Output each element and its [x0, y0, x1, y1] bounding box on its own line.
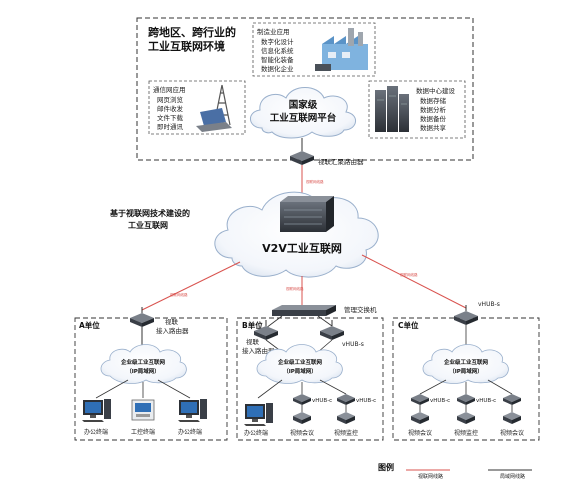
- unit-a-router-line2: 接入路由器: [156, 326, 189, 335]
- national-platform-cloud: 国家级 工业互联网平台: [250, 87, 356, 139]
- unit-c-vhub-c1-label: vHUB-c: [430, 398, 450, 404]
- comms-app-box: [148, 80, 246, 135]
- unit-b-vhub-c1-icon: [293, 394, 311, 405]
- unit-b-lan-cloud: 企业级工业互联网 （IP局域网）: [256, 344, 343, 384]
- unit-c-video-surveillance-icon: [457, 412, 475, 424]
- unit-c-video-conference-1-icon: [411, 412, 429, 424]
- unit-c-title: C单位: [398, 320, 419, 330]
- manufacturing-item-2: 信息化系统: [261, 46, 294, 55]
- datacenter-item-3: 数据备份: [420, 114, 447, 123]
- unit-b-vhub-c2-label: vHUB-c: [356, 398, 376, 404]
- industrial-environment-box: [136, 17, 474, 161]
- comms-item-3: 文件下载: [157, 113, 184, 122]
- unit-b-vhub-s-label: vHUB-s: [342, 341, 364, 348]
- link-label-c: 视联网线路: [400, 272, 418, 277]
- unit-c-cloud-line2: （IP局域网）: [449, 367, 483, 375]
- factory-icon: [315, 28, 368, 71]
- datacenter-title: 数据中心建设: [416, 86, 456, 95]
- unit-c-vhub-c2-icon: [457, 394, 475, 405]
- unit-a-cloud-line1: 企业级工业互联网: [120, 358, 166, 366]
- aggregation-router-icon: [289, 144, 315, 166]
- side-label-line1: 基于视联网技术建设的: [109, 208, 190, 218]
- unit-c-device-3-label: 视频会议: [500, 429, 524, 437]
- manufacturing-item-1: 数字化设计: [261, 37, 294, 46]
- management-switch-label: 管理交换机: [344, 305, 377, 314]
- unit-c-cloud-line1: 企业级工业互联网: [443, 358, 489, 366]
- v2v-server-icon: [280, 196, 334, 232]
- v2v-cloud: V2V工业互联网: [214, 191, 379, 278]
- unit-b-router-line1: 视联: [246, 337, 260, 346]
- unit-a-device-3-label: 办公终端: [178, 428, 202, 436]
- national-cloud-line1: 国家级: [289, 99, 318, 111]
- unit-b-vhub-s-icon: [319, 319, 345, 341]
- unit-b-title: B单位: [242, 320, 263, 330]
- unit-b-cloud-line1: 企业级工业互联网: [277, 358, 323, 366]
- comms-item-1: 网页浏览: [157, 95, 184, 104]
- v2v-cloud-label: V2V工业互联网: [262, 241, 342, 255]
- legend: 图例 视联网线路 局域网线路: [378, 462, 532, 480]
- unit-b-video-conference-icon: [293, 412, 311, 424]
- link-label-top: 视联网线路: [306, 179, 324, 184]
- unit-a-office-terminal-2-icon: [178, 399, 207, 422]
- unit-b-box: [236, 317, 384, 441]
- comms-item-2: 邮件收发: [157, 104, 184, 113]
- antenna-laptop-icon: [196, 84, 232, 132]
- unit-a-office-terminal-1-icon: [82, 399, 111, 422]
- unit-a-device-1-label: 办公终端: [84, 428, 108, 436]
- legend-item-1: 视联网线路: [418, 473, 443, 480]
- env-title-line2: 工业互联网环境: [148, 39, 225, 53]
- manufacturing-title: 制造业应用: [257, 27, 290, 36]
- datacenter-item-2: 数据分析: [420, 105, 447, 114]
- manufacturing-app-box: [252, 22, 376, 77]
- link-label-b: 视联网线路: [286, 286, 304, 291]
- env-title-line1: 跨地区、跨行业的: [148, 25, 236, 39]
- unit-b-cloud-line2: （IP局域网）: [283, 367, 317, 375]
- unit-c-video-conference-2-icon: [503, 412, 521, 424]
- unit-c-vhub-s-label: vHUB-s: [478, 301, 500, 308]
- unit-b-device-2-label: 视频会议: [290, 429, 314, 437]
- management-switch-icon: [272, 305, 336, 316]
- unit-b-vhub-c2-icon: [337, 394, 355, 405]
- unit-a-lan-cloud: 企业级工业互联网 （IP局域网）: [100, 344, 187, 384]
- side-label-line2: 工业互联网: [128, 220, 168, 230]
- datacenter-item-4: 数据共享: [420, 123, 447, 132]
- unit-c-vhub-c2-label: vHUB-c: [476, 398, 496, 404]
- unit-c-lan-cloud: 企业级工业互联网 （IP局域网）: [422, 344, 509, 384]
- unit-a-title: A单位: [79, 320, 100, 330]
- unit-c-vhub-s-icon: [453, 304, 479, 326]
- datacenter-item-1: 数据存储: [420, 96, 447, 105]
- national-cloud-line2: 工业互联网平台: [270, 112, 337, 124]
- unit-a-cloud-line2: （IP局域网）: [126, 367, 160, 375]
- unit-a-router-icon: [129, 306, 155, 328]
- unit-a-industrial-terminal-icon: [131, 399, 155, 421]
- manufacturing-item-4: 数据化企业: [261, 64, 294, 73]
- unit-b-device-3-label: 视频监控: [334, 429, 358, 437]
- unit-b-office-terminal-icon: [244, 403, 273, 426]
- unit-c-vhub-c1-icon: [411, 394, 429, 405]
- unit-c-device-1-label: 视频会议: [408, 429, 432, 437]
- unit-c-device-2-label: 视频监控: [454, 429, 478, 437]
- unit-a-router-line1: 视联: [165, 317, 179, 326]
- unit-b-vhub-c1-label: vHUB-c: [312, 398, 332, 404]
- comms-title: 通信网应用: [153, 85, 186, 94]
- unit-c-vhub-c3-icon: [503, 394, 521, 405]
- unit-b-router-line2: 接入路由器: [242, 346, 275, 355]
- unit-b-device-1-label: 办公终端: [244, 429, 268, 437]
- datacenter-box: [368, 80, 466, 139]
- aggregation-router-label: 视联汇聚路由器: [318, 157, 364, 166]
- legend-title: 图例: [378, 462, 394, 472]
- legend-item-2: 局域网线路: [500, 473, 525, 480]
- manufacturing-item-3: 智能化装备: [261, 55, 294, 64]
- server-rack-icon: [375, 86, 409, 132]
- link-label-a: 视联网线路: [170, 292, 188, 297]
- comms-item-4: 即时通讯: [157, 122, 184, 131]
- unit-a-device-2-label: 工控终端: [131, 428, 155, 436]
- unit-b-video-surveillance-icon: [337, 412, 355, 424]
